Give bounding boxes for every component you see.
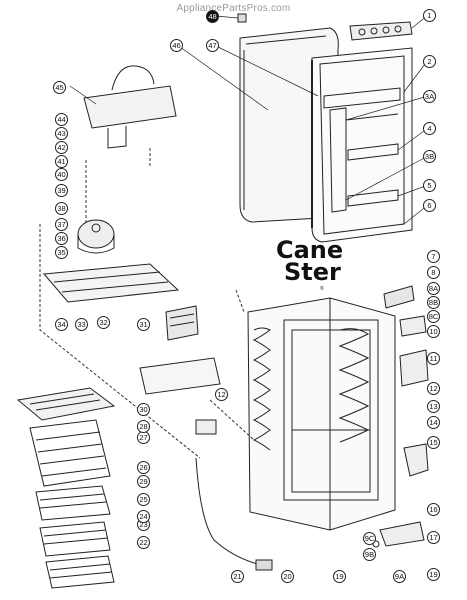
watermark-text: AppliancePartsPros.com bbox=[176, 3, 291, 14]
callout-1: 1 bbox=[423, 9, 436, 22]
callout-26: 26 bbox=[137, 461, 150, 474]
logo-line-1: Cane bbox=[276, 236, 344, 264]
logo-registered-mark: ® bbox=[320, 286, 324, 292]
callout-35: 35 bbox=[55, 246, 68, 259]
callout-38: 38 bbox=[55, 202, 68, 215]
callout-30: 30 bbox=[137, 403, 150, 416]
callout-12-right: 12 bbox=[427, 382, 440, 395]
callout-33: 33 bbox=[75, 318, 88, 331]
callout-17: 17 bbox=[427, 531, 440, 544]
latch-assembly bbox=[403, 443, 429, 477]
callout-48: 48 bbox=[206, 10, 219, 23]
wire-shelf-4 bbox=[45, 555, 115, 589]
callout-19-bottom: 19 bbox=[333, 570, 346, 583]
thermostat bbox=[195, 419, 217, 435]
bottom-hinge bbox=[379, 521, 425, 547]
door-inner-liner bbox=[311, 47, 413, 243]
callout-20: 20 bbox=[281, 570, 294, 583]
compressor-mount-plate bbox=[42, 263, 180, 303]
cabinet-body bbox=[247, 297, 396, 548]
callout-9c: 9C bbox=[363, 532, 376, 545]
callout-25: 25 bbox=[137, 493, 150, 506]
wire-shelf-2 bbox=[35, 485, 111, 521]
callout-32: 32 bbox=[97, 316, 110, 329]
callout-3a: 3A bbox=[423, 90, 436, 103]
callout-8: 8 bbox=[427, 266, 440, 279]
leader-lines bbox=[69, 14, 429, 225]
callout-47: 47 bbox=[206, 39, 219, 52]
callout-28: 28 bbox=[137, 420, 150, 433]
callout-24: 24 bbox=[137, 510, 150, 523]
callout-11: 11 bbox=[427, 352, 440, 365]
control-box bbox=[399, 349, 429, 387]
callout-13: 13 bbox=[427, 400, 440, 413]
callout-12-left: 12 bbox=[215, 388, 228, 401]
callout-40: 40 bbox=[55, 168, 68, 181]
callout-42: 42 bbox=[55, 141, 68, 154]
callout-2: 2 bbox=[423, 55, 436, 68]
callout-3b: 3B bbox=[423, 150, 436, 163]
evaporator-bracket bbox=[83, 65, 177, 149]
callout-36: 36 bbox=[55, 232, 68, 245]
callout-5: 5 bbox=[423, 179, 436, 192]
callout-8b: 8B bbox=[427, 296, 440, 309]
callout-8a: 8A bbox=[427, 282, 440, 295]
logo-line-2: Ster bbox=[284, 258, 341, 286]
drip-tray bbox=[16, 387, 116, 421]
callout-14: 14 bbox=[427, 416, 440, 429]
canester-logo: Cane Ster ® bbox=[270, 236, 344, 294]
callout-10: 10 bbox=[427, 325, 440, 338]
callout-22: 22 bbox=[137, 536, 150, 549]
callout-9a: 9A bbox=[393, 570, 406, 583]
hinge-bracket bbox=[383, 285, 415, 309]
wire-shelf-3 bbox=[39, 521, 111, 557]
crisper-cover bbox=[139, 357, 221, 395]
callout-7: 7 bbox=[427, 250, 440, 263]
callout-37: 37 bbox=[55, 218, 68, 231]
callout-21: 21 bbox=[231, 570, 244, 583]
assembly-guide-lines bbox=[39, 148, 255, 459]
callout-44: 44 bbox=[55, 113, 68, 126]
callout-19-right: 19 bbox=[427, 568, 440, 581]
callout-6: 6 bbox=[423, 199, 436, 212]
callout-4: 4 bbox=[423, 122, 436, 135]
compressor bbox=[77, 219, 115, 254]
callout-45: 45 bbox=[53, 81, 66, 94]
ice-tray bbox=[349, 21, 413, 41]
callout-34: 34 bbox=[55, 318, 68, 331]
wire-shelf-1 bbox=[29, 419, 111, 487]
terminal-block bbox=[165, 305, 199, 341]
top-screw bbox=[237, 13, 247, 23]
callout-43: 43 bbox=[55, 127, 68, 140]
callout-41: 41 bbox=[55, 155, 68, 168]
callout-16: 16 bbox=[427, 503, 440, 516]
callout-39: 39 bbox=[55, 184, 68, 197]
callout-46: 46 bbox=[170, 39, 183, 52]
hinge-plate bbox=[399, 315, 427, 337]
callout-31: 31 bbox=[137, 318, 150, 331]
power-cord bbox=[195, 457, 273, 571]
callout-8c: 8C bbox=[427, 310, 440, 323]
callout-9b: 9B bbox=[363, 548, 376, 561]
callout-29: 29 bbox=[137, 475, 150, 488]
callout-15: 15 bbox=[427, 436, 440, 449]
